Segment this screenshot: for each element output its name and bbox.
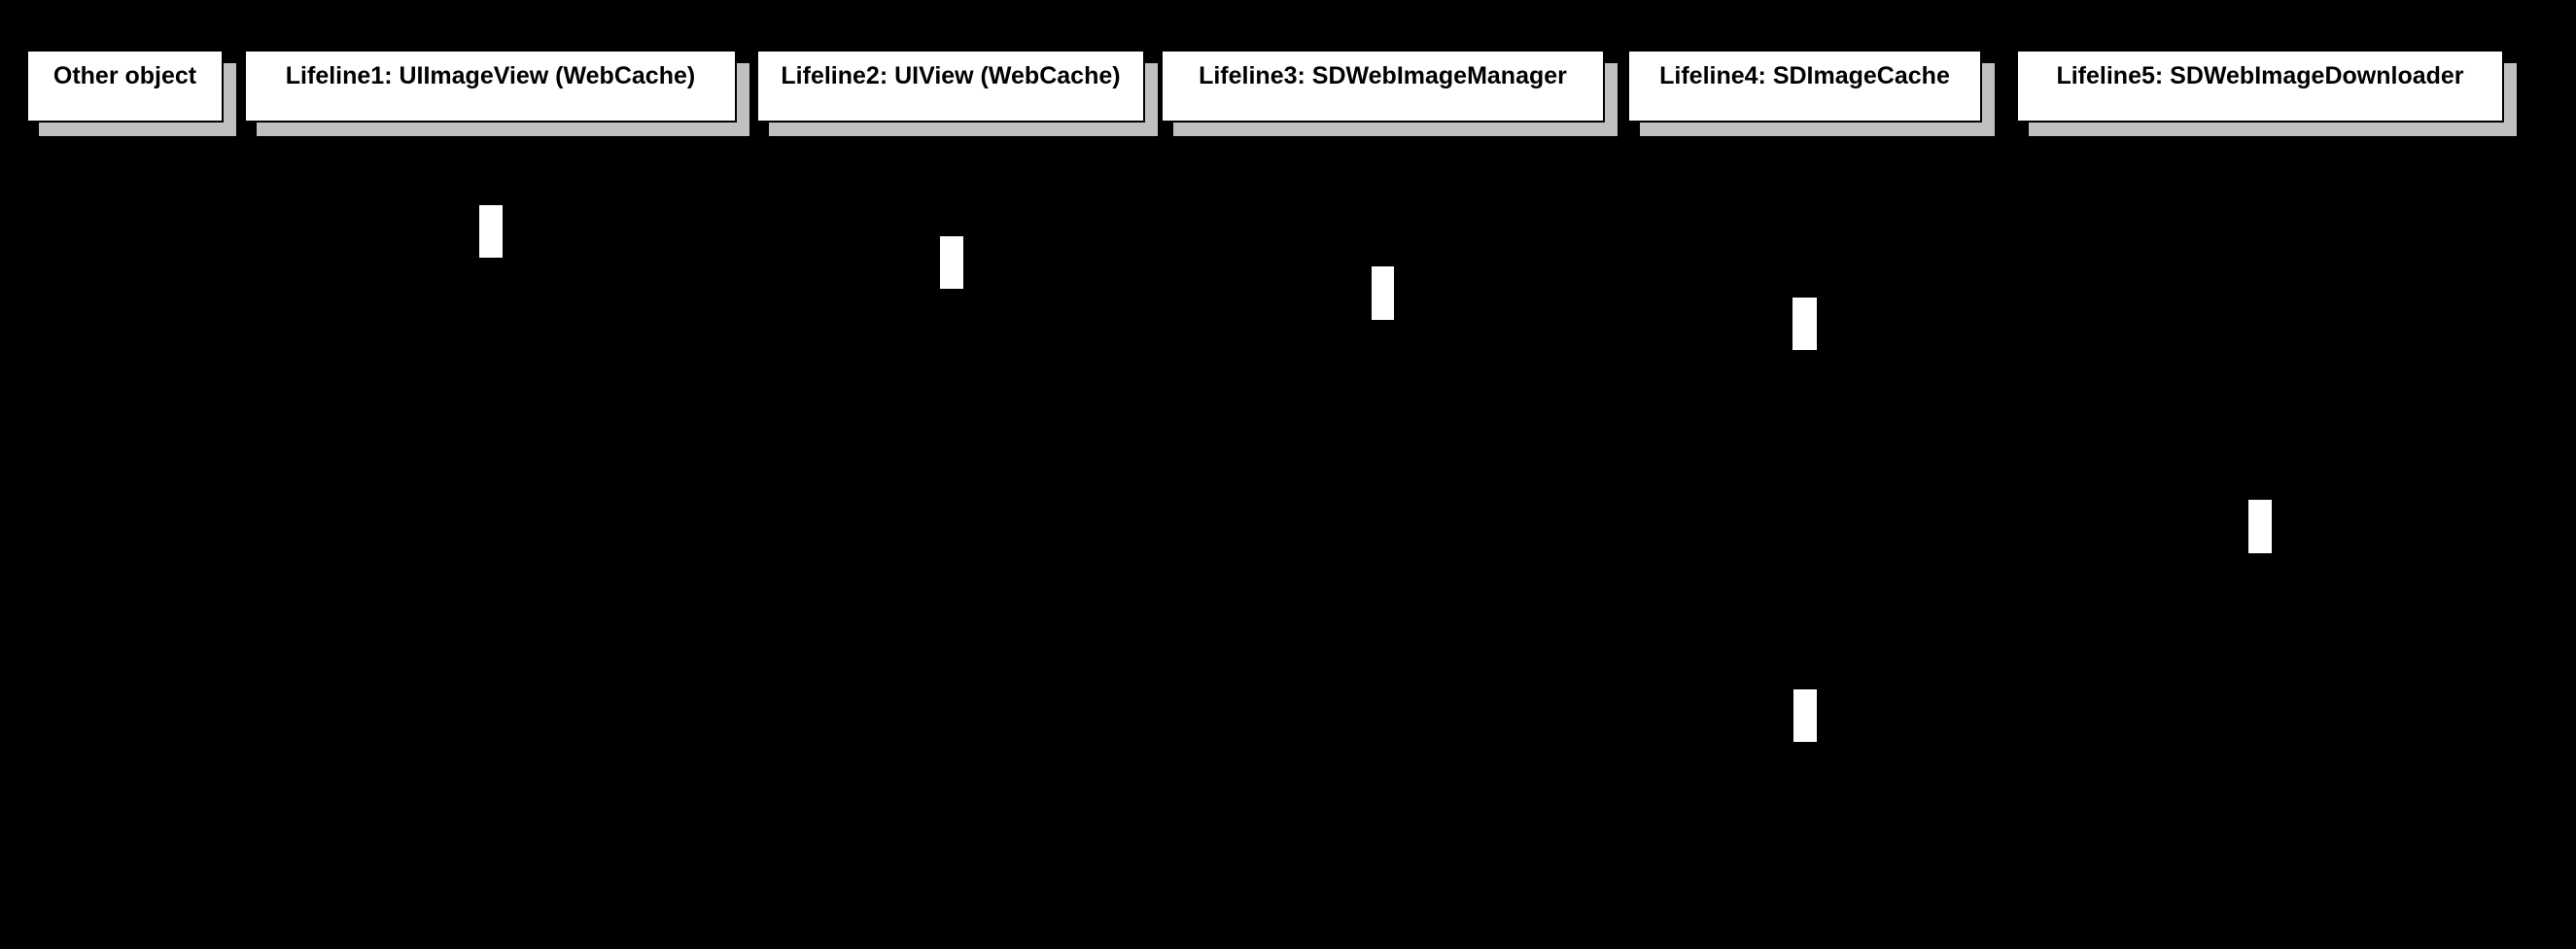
activation-lifeline2	[940, 236, 963, 289]
lifeline-head-lifeline4: Lifeline4: SDImageCache	[1627, 50, 1982, 123]
lifeline-head-label: Lifeline4: SDImageCache	[1659, 62, 1950, 89]
activation-lifeline1	[479, 205, 503, 258]
lifeline-head-label: Lifeline1: UIImageView (WebCache)	[285, 62, 696, 89]
lifeline-head-lifeline5: Lifeline5: SDWebImageDownloader	[2016, 50, 2504, 123]
lifeline-head-lifeline2: Lifeline2: UIView (WebCache)	[756, 50, 1145, 123]
activation-lifeline5	[2248, 500, 2272, 553]
lifeline-head-label: Lifeline2: UIView (WebCache)	[781, 62, 1121, 89]
lifeline-head-label: Lifeline3: SDWebImageManager	[1199, 62, 1567, 89]
lifeline-dashed-line-lifeline4	[1803, 125, 1806, 939]
activation-lifeline4-2	[1793, 689, 1817, 742]
lifeline-head-other-object: Other object	[26, 50, 224, 123]
lifeline-head-label: Other object	[52, 62, 197, 89]
lifeline-head-lifeline3: Lifeline3: SDWebImageManager	[1161, 50, 1605, 123]
lifeline-dashed-line-lifeline2	[950, 125, 953, 939]
lifeline-head-lifeline1: Lifeline1: UIImageView (WebCache)	[244, 50, 737, 123]
activation-lifeline4-1	[1793, 298, 1817, 350]
lifeline-dashed-line-lifeline1	[490, 125, 493, 939]
lifeline-head-label: Lifeline5: SDWebImageDownloader	[2056, 62, 2464, 89]
lifeline-dashed-line-other-object	[123, 125, 126, 939]
activation-lifeline3	[1372, 266, 1394, 320]
lifeline-dashed-line-lifeline3	[1381, 125, 1384, 939]
